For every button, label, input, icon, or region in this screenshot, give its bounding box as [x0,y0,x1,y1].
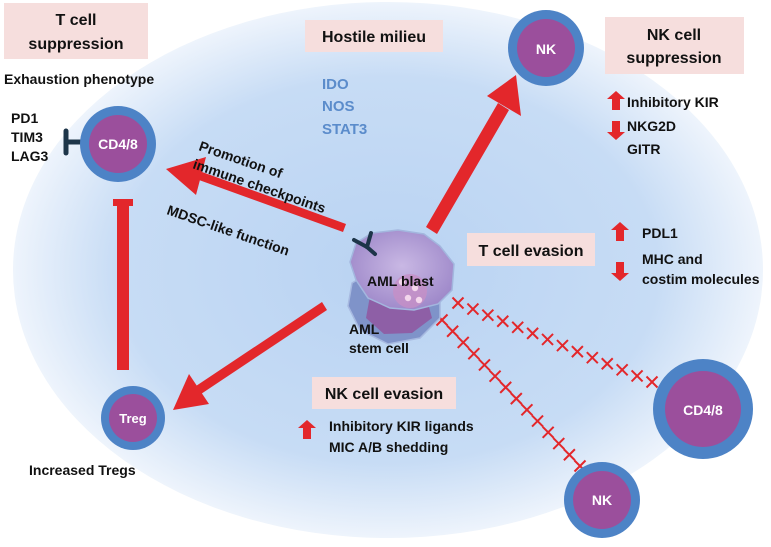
block-x-mark [457,336,470,349]
nk-cell-evasion-box: NK cell evasion [312,377,456,409]
treg-cell: Treg [101,386,165,450]
exhaustion-phenotype-label: Exhaustion phenotype [4,71,154,87]
checkpoint-lag3: LAG3 [11,148,49,164]
block-x-mark [511,321,524,334]
hostile-milieu-box: Hostile milieu [305,20,443,52]
pdl1-label: PDL1 [642,225,678,241]
checkpoint-tim3: TIM3 [11,129,43,145]
nk-item-gitr: GITR [627,141,660,157]
factor-stat3: STAT3 [322,121,367,138]
up-arrow-icon [611,222,629,241]
antibody-icon [352,231,377,256]
block-x-mark [510,392,523,405]
block-x-mark [552,437,565,450]
down-arrow-icon [607,121,625,140]
nk-cell-suppression-line2: suppression [626,50,721,67]
nk-evasion-item-kir-ligands: Inhibitory KIR ligands [329,418,474,434]
t-cell-suppression-line2: suppression [28,36,123,53]
block-x-mark [451,296,465,310]
up-arrow-icon [607,91,625,110]
nk-cell-suppression-box: NK cell suppression [605,17,744,74]
block-x-mark [541,333,554,346]
block-x-mark [615,363,629,377]
nk-cell-bottom: NK [564,462,640,538]
nk-top-label: NK [536,41,556,57]
block-x-mark [481,308,495,322]
block-x-mark [541,426,555,439]
nk-item-inhibitory-kir: Inhibitory KIR [627,94,719,110]
block-x-mark [466,302,480,316]
crossed-path-to-nk [435,313,587,473]
block-x-mark [531,414,544,428]
t-cell-evasion-title: T cell evasion [479,243,584,260]
block-x-mark [526,327,539,340]
block-x-mark [586,351,599,364]
down-arrow-icon [611,262,629,281]
aml-blast-label: AML blast [367,273,434,289]
nk-cell-top: NK [508,10,584,86]
block-x-mark [467,347,481,360]
hostile-milieu-title: Hostile milieu [322,29,426,46]
block-x-mark [563,448,576,461]
nk-cell-suppression-line1: NK cell [647,27,701,44]
treg-label: Treg [119,411,147,426]
arrow-to-treg [173,302,327,410]
checkpoint-pd1: PD1 [11,110,38,126]
t-cell-suppression-line1: T cell [56,12,97,29]
block-x-mark [556,339,569,352]
block-x-mark [499,381,512,394]
arrow-to-nk-top [426,75,521,234]
block-x-mark [446,325,459,338]
cd48-left-label: CD4/8 [98,136,138,152]
treg-suppresses-cd48 [113,199,133,370]
crossed-path-to-cd48 [451,296,659,389]
block-x-mark [645,375,659,389]
t-cell-suppression-box: T cell suppression [4,3,148,59]
block-x-mark [488,369,502,383]
mhc-label-line1: MHC and [642,251,703,267]
block-x-mark [571,345,584,358]
block-x-mark [630,369,644,383]
increased-tregs-label: Increased Tregs [29,462,136,478]
mhc-label-line2: costim molecules [642,271,760,287]
up-arrow-icon [298,420,316,439]
block-x-mark [496,315,509,328]
cd48-cell-left: CD4/8 [80,106,156,182]
cd48-right-label: CD4/8 [683,402,723,418]
block-x-mark [520,403,534,417]
aml-stem-label-line1: AML [349,321,380,337]
cd48-cell-right: CD4/8 [653,359,753,459]
nk-bottom-label: NK [592,492,612,508]
arrow-to-cd48 [166,157,346,232]
factor-ido: IDO [322,76,349,93]
block-x-mark [601,357,614,370]
t-cell-evasion-box: T cell evasion [467,233,595,266]
aml-stem-label-line2: stem cell [349,340,409,356]
nk-item-nkg2d: NKG2D [627,118,676,134]
nk-cell-evasion-title: NK cell evasion [325,386,443,403]
factor-nos: NOS [322,98,355,115]
aml-blast-cell [349,229,455,311]
block-x-mark [478,358,491,372]
nk-evasion-item-mic-shedding: MIC A/B shedding [329,439,448,455]
